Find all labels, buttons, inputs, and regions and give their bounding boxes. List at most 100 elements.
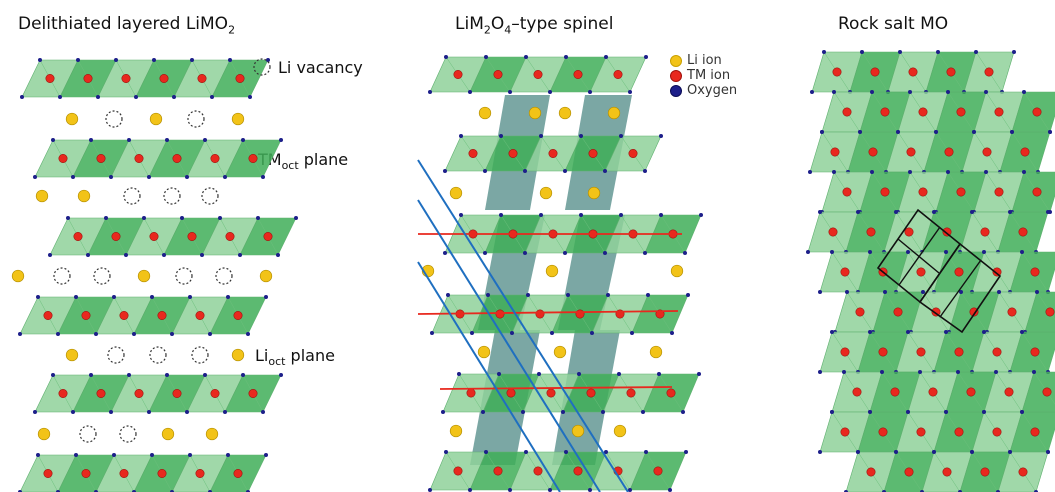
legend-item-oxygen: Oxygen <box>670 83 737 98</box>
tm-ion <box>1032 107 1042 117</box>
unit-cell-line <box>898 226 941 286</box>
tm-ion <box>225 232 235 242</box>
oxygen-ion <box>668 488 672 492</box>
oxygen-ion <box>190 58 194 62</box>
tm-ion <box>45 74 55 84</box>
tm-ion <box>628 149 638 159</box>
li-ion <box>449 186 463 200</box>
tm-ion <box>916 427 926 437</box>
oxygen-ion <box>210 95 214 99</box>
tm-ion <box>984 67 994 77</box>
oxygen-ion <box>1012 50 1016 54</box>
oxygen-ion <box>860 50 864 54</box>
li-ion <box>539 186 553 200</box>
rocksalt-row <box>820 170 1055 214</box>
tm-ion <box>157 468 167 478</box>
li-ion <box>613 424 627 438</box>
oxygen-ion <box>806 250 810 254</box>
rocksalt-structure <box>806 50 1055 492</box>
oxygen-ion <box>858 130 862 134</box>
tm-ion <box>653 466 663 476</box>
tm-ion <box>119 310 129 320</box>
spinel-layer <box>443 134 663 173</box>
unit-cell-outline <box>918 242 1002 334</box>
li-vacancy <box>105 110 123 128</box>
legend-item-tm: TM ion <box>670 68 737 83</box>
tm-ion <box>73 232 83 242</box>
tm-ion <box>954 267 964 277</box>
tm-ion <box>954 347 964 357</box>
tm-ion <box>918 187 928 197</box>
tm-ion <box>58 388 68 398</box>
oxygen-ion <box>71 175 75 179</box>
oxygen-ion <box>165 138 169 142</box>
tm-ion <box>588 149 598 159</box>
tm-ion <box>1020 147 1030 157</box>
oxygen-ion <box>982 410 986 414</box>
tm-ion <box>453 70 463 80</box>
li-vacancy <box>163 187 181 205</box>
tm-ion <box>893 307 903 317</box>
oxygen-ion <box>944 250 948 254</box>
tm-ion <box>533 466 543 476</box>
tm-ion <box>956 107 966 117</box>
oxygen-ion <box>894 210 898 214</box>
oxygen-ion <box>868 410 872 414</box>
li-ion <box>11 269 25 283</box>
oxygen-ion <box>870 170 874 174</box>
tm-ion <box>866 467 876 477</box>
spinel-layer <box>428 55 648 94</box>
oxygen-ion <box>483 169 487 173</box>
tm-ion <box>172 154 182 164</box>
oxygen-ion <box>150 295 154 299</box>
oxygen-ion <box>684 450 688 454</box>
tm-ion <box>573 466 583 476</box>
blue-plane-line <box>417 159 629 492</box>
oxygen-ion <box>261 410 265 414</box>
oxygen-ion <box>946 90 950 94</box>
li-ion <box>65 348 79 362</box>
oxygen-ion <box>628 90 632 94</box>
oxygen-ion <box>670 331 674 335</box>
oxygen-ion <box>686 293 690 297</box>
oxygen-ion <box>170 332 174 336</box>
tm-ion <box>840 267 850 277</box>
oxygen-ion <box>906 330 910 334</box>
oxygen-ion <box>180 216 184 220</box>
tm-ion <box>870 67 880 77</box>
tm-ion <box>187 232 197 242</box>
oxygen-ion <box>944 410 948 414</box>
tm-ion <box>916 347 926 357</box>
oxygen-ion <box>38 58 42 62</box>
oxygen-ion <box>1008 450 1012 454</box>
tm-ion <box>81 468 91 478</box>
oxygen-ion <box>697 372 701 376</box>
tm-ion <box>134 388 144 398</box>
oxygen-ion <box>33 410 37 414</box>
oxygen-ion <box>218 216 222 220</box>
tm-ion <box>533 70 543 80</box>
legend-item-li: Li ion <box>670 53 737 68</box>
oxygen-ion <box>1032 370 1036 374</box>
oxygen-ion <box>603 169 607 173</box>
oxygen-ion <box>524 450 528 454</box>
oxygen-ion <box>266 58 270 62</box>
oxygen-ion <box>86 253 90 257</box>
oxygen-ion <box>868 250 872 254</box>
oxygen-ion <box>818 450 822 454</box>
oxygen-ion <box>256 216 260 220</box>
tm-ion <box>495 309 505 319</box>
oxygen-ion <box>246 332 250 336</box>
oxygen-ion <box>241 138 245 142</box>
tm-ion <box>966 387 976 397</box>
oxygen-ion <box>484 55 488 59</box>
oxygen-ion <box>58 95 62 99</box>
oxygen-ion <box>76 58 80 62</box>
oxygen-ion <box>188 453 192 457</box>
oxygen-ion <box>109 410 113 414</box>
oxygen-ion <box>579 213 583 217</box>
li-vacancy <box>175 267 193 285</box>
oxygen-ion <box>956 370 960 374</box>
tm-ion <box>1018 467 1028 477</box>
rocksalt-row <box>806 210 1050 254</box>
